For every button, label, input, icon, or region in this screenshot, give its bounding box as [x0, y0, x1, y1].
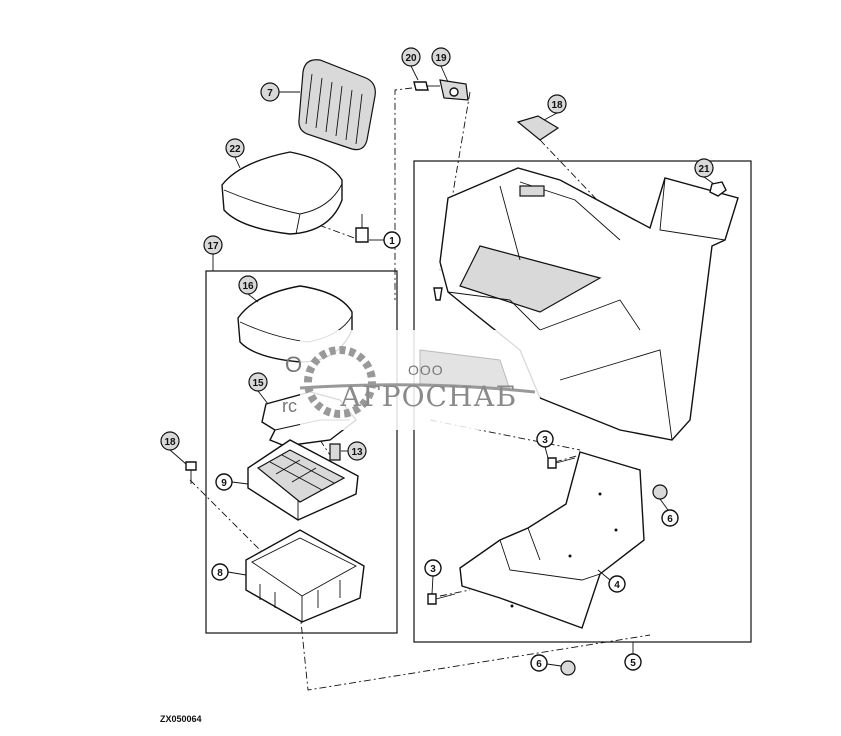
part-grommet-18	[516, 115, 560, 141]
part-seat-cushion	[221, 151, 343, 235]
callout-20: 20	[405, 53, 417, 64]
callout-14: 15	[252, 378, 264, 389]
part-tray-insert	[247, 439, 359, 521]
callout-21: 21	[698, 164, 710, 175]
callout-8: 8	[217, 568, 223, 579]
part-backrest	[298, 59, 376, 151]
callout-bubble-22	[225, 138, 245, 158]
callout-7: 7	[267, 88, 273, 99]
watermark-logo	[300, 330, 540, 430]
callout-bubble-17	[160, 431, 180, 451]
callout-bubble-16	[203, 235, 223, 255]
callout-4: 4	[614, 580, 620, 591]
part-screw-20	[413, 81, 429, 91]
gear-icon	[304, 346, 376, 418]
part-bolt-17	[185, 461, 197, 471]
callout-bubble-13	[347, 441, 367, 461]
subassembly-frame-16	[205, 270, 398, 634]
callout-18: 18	[551, 100, 563, 111]
callout-bubble-8	[211, 563, 229, 581]
callout-9: 9	[221, 478, 227, 489]
callout-16: 17	[207, 241, 219, 252]
part-fastener-13	[329, 443, 341, 461]
watermark-fragment-2: rc	[282, 396, 297, 416]
part-stud	[433, 287, 443, 301]
callout-bubble-5	[624, 653, 642, 671]
callouts: 7 22 1 17 16 15 18 13 9 8 20 19	[160, 47, 715, 672]
watermark-brand: АГРОСНАБ	[340, 380, 518, 413]
callout-22: 22	[229, 144, 241, 155]
callout-bubble-4	[608, 575, 626, 593]
callout-bubble-20	[401, 47, 421, 67]
callout-15: 16	[242, 281, 254, 292]
callout-3b: 3	[430, 564, 436, 575]
part-screw-3b	[427, 593, 437, 605]
part-storage-box	[245, 529, 365, 623]
part-bolt-1	[355, 227, 369, 243]
drawing-code: ZX050064	[160, 714, 202, 724]
part-plug-6a	[652, 484, 668, 500]
callout-bubble-19	[431, 47, 451, 67]
callout-6b: 6	[536, 659, 542, 670]
callout-5: 5	[630, 658, 636, 669]
callout-19: 19	[435, 53, 447, 64]
callout-3a: 3	[542, 435, 548, 446]
callout-bubble-1	[383, 231, 401, 249]
callout-bubble-7	[260, 82, 280, 102]
callout-bubble-14	[248, 372, 268, 392]
hardware-parts	[185, 79, 727, 676]
callout-1: 1	[389, 236, 395, 247]
callout-17: 18	[164, 437, 176, 448]
callout-bubble-9	[215, 473, 233, 491]
callout-bubble-6b	[530, 654, 548, 672]
callout-bubble-21	[694, 158, 714, 178]
callout-13: 13	[351, 447, 363, 458]
callout-bubble-15	[238, 275, 258, 295]
watermark-fragment-1: О	[285, 352, 303, 377]
callout-6a: 6	[667, 514, 673, 525]
part-screw-3a	[547, 457, 557, 469]
part-mounting-bracket	[459, 451, 645, 629]
callout-bubble-3a	[536, 430, 554, 448]
part-plug-6b	[560, 660, 576, 676]
callout-bubble-6a	[661, 509, 679, 527]
part-console-housing	[439, 167, 739, 441]
callout-bubble-18	[547, 94, 567, 114]
watermark-company: ООО	[408, 362, 444, 378]
callout-bubble-3b	[424, 559, 442, 577]
part-nut-21	[709, 181, 727, 197]
